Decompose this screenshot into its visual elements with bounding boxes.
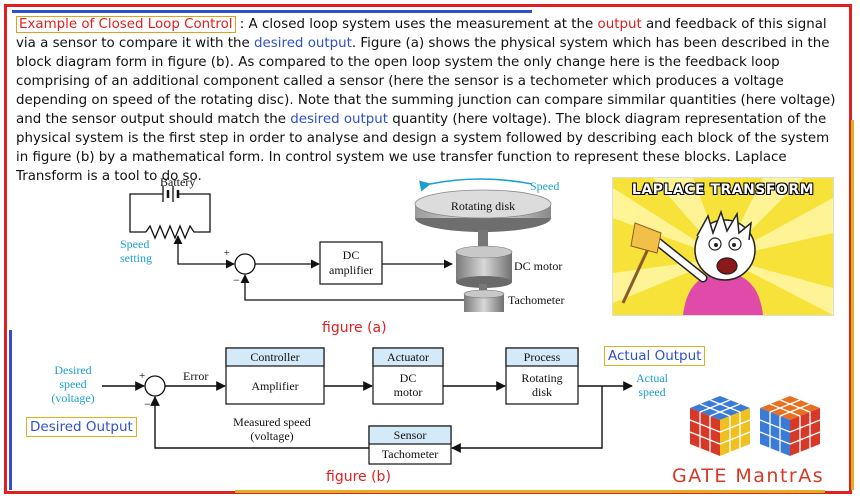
dc-motor-top: [455, 245, 513, 259]
speed-rotation-arrow: [419, 178, 533, 192]
meme-illustration: [613, 178, 833, 315]
desired-speed-label-3: (voltage): [51, 391, 94, 405]
tachometer-body: [464, 294, 504, 312]
meme-title: LAPLACE TRANSFORM: [631, 182, 815, 198]
battery-icon: [129, 186, 211, 240]
left-blue-stripe: [9, 330, 12, 490]
feedback-takeoff-line: [451, 386, 603, 453]
actuator-header: Actuator: [387, 350, 429, 364]
desired-output-word-1: desired output: [254, 36, 352, 51]
desired-speed-label-1: Desired: [54, 363, 91, 377]
explanation-paragraph: Example of Closed Loop Control : A close…: [16, 15, 836, 186]
controller-header-bg: [225, 347, 325, 367]
actual-speed-label-1: Actual: [636, 371, 669, 385]
paragraph-text-2: and feedback of this signal via a sensor…: [16, 17, 827, 51]
feedback-return-line: [150, 396, 369, 449]
process-body-2: disk: [532, 385, 552, 399]
junction-minus: −: [233, 273, 240, 287]
laplace-transform-meme: LAPLACE TRANSFORM: [612, 177, 834, 316]
rotating-disk-label: Rotating disk: [451, 199, 515, 213]
right-yellow-stripe: [851, 120, 854, 490]
desired-speed-label-2: speed: [59, 377, 86, 391]
sensor-header: Sensor: [394, 428, 427, 442]
actual-speed-label-2: speed: [638, 385, 665, 399]
dc-amplifier-label-1: DC: [343, 248, 360, 262]
rotating-disk-top: [414, 189, 552, 219]
output-word: output: [597, 17, 642, 32]
paragraph-title: Example of Closed Loop Control: [16, 16, 236, 33]
process-header-bg: [505, 347, 579, 367]
actual-output-tag: Actual Output: [604, 346, 706, 366]
dc-motor-label: DC motor: [514, 259, 562, 273]
error-label: Error: [183, 369, 208, 383]
top-blue-stripe: [12, 10, 532, 13]
paragraph-text-4: quantity (here voltage). The block diagr…: [16, 112, 830, 184]
actuator-body-2: motor: [394, 385, 423, 399]
desired-output-word-2: desired output: [290, 112, 389, 127]
bottom-yellow-stripe: [235, 490, 825, 493]
dc-amplifier-label-2: amplifier: [329, 263, 373, 277]
figure-a-caption: figure (a): [322, 320, 387, 336]
sensor-body: Tachometer: [382, 447, 438, 461]
dc-motor-bottom: [456, 276, 512, 288]
figure-a-physical-system: Battery Speed setting + − DC amplifier S…: [120, 175, 564, 312]
figure-b-block-diagram: Desired speed (voltage) + − Error Contro…: [51, 347, 669, 465]
desired-output-tag: Desired Output: [26, 417, 137, 437]
sensor-header-bg: [368, 425, 452, 445]
measured-speed-label-2: (voltage): [250, 429, 293, 443]
speed-setting-label-2: setting: [120, 251, 152, 265]
wiper-to-junction-line: [177, 254, 235, 269]
measured-speed-label-1: Measured speed: [233, 415, 311, 429]
controller-header: Controller: [250, 350, 299, 364]
paragraph-text-1: : A closed loop system uses the measurem…: [235, 17, 598, 32]
summing-junction: [234, 253, 256, 275]
junction-b-minus: −: [144, 397, 151, 411]
actuator-body-1: DC: [400, 371, 417, 385]
tachometer-top: [463, 289, 505, 299]
process-header: Process: [524, 350, 561, 364]
actuator-header-bg: [372, 347, 444, 367]
gate-mantras-logo-text: GATE MantrAs: [672, 465, 825, 487]
controller-body: Amplifier: [251, 379, 298, 393]
paragraph-text-3: . Figure (a) shows the physical system w…: [16, 36, 836, 127]
summing-junction-b: [144, 375, 166, 397]
speed-setting-label-1: Speed: [120, 237, 149, 251]
tachometer-label: Tachometer: [508, 293, 564, 307]
junction-plus: +: [224, 248, 230, 259]
rubiks-cube-logo-icon: [689, 396, 821, 456]
shaft-upper: [478, 230, 488, 252]
dc-amplifier-block: [319, 241, 383, 285]
figure-b-caption: figure (b): [326, 469, 391, 485]
shaft-lower: [479, 284, 487, 294]
process-body-1: Rotating: [521, 371, 562, 385]
junction-b-plus: +: [139, 370, 145, 382]
battery-label: Battery: [160, 175, 195, 189]
tachometer-feedback-line: [240, 274, 464, 301]
speed-label: Speed: [530, 179, 559, 193]
